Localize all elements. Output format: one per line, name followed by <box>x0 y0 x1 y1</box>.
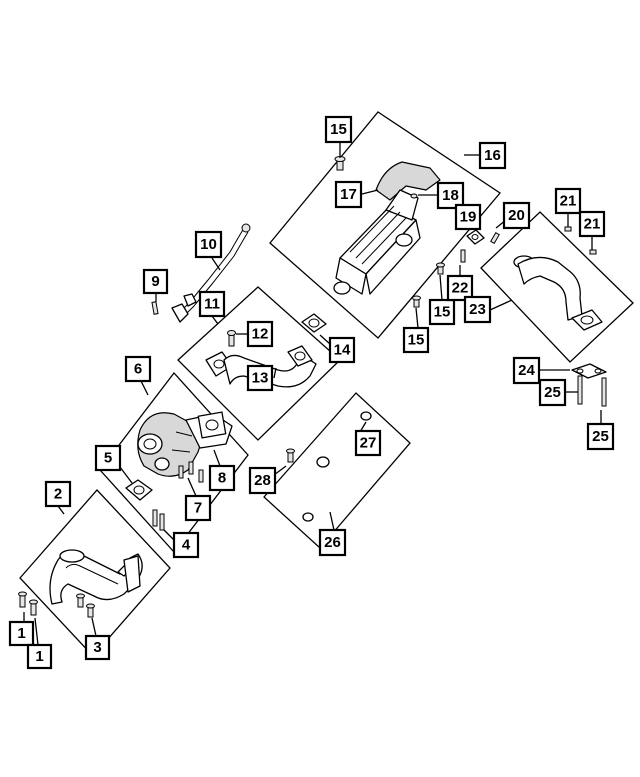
callout-23[interactable]: 23 <box>463 295 492 324</box>
callout-12[interactable]: 12 <box>246 320 274 348</box>
callout-26[interactable]: 26 <box>318 528 347 557</box>
callout-5[interactable]: 5 <box>94 444 122 472</box>
callout-label: 12 <box>252 326 269 343</box>
bolt-15-low <box>412 295 421 308</box>
callout-11[interactable]: 11 <box>198 290 226 318</box>
callout-label: 13 <box>252 370 269 387</box>
callout-label: 3 <box>93 639 101 656</box>
gasket-19 <box>466 229 485 245</box>
callout-label: 27 <box>360 435 377 452</box>
callout-13[interactable]: 13 <box>246 364 274 392</box>
callout-21-left[interactable]: 21 <box>554 187 582 215</box>
frame-egr-valve-6 <box>99 371 249 554</box>
callout-label: 21 <box>584 216 601 233</box>
callout-25-left[interactable]: 25 <box>538 378 567 407</box>
callout-19[interactable]: 19 <box>454 203 482 231</box>
callout-27[interactable]: 27 <box>354 429 382 457</box>
bolt-3-left <box>76 593 85 608</box>
frame-coolant-hose-26 <box>263 392 411 549</box>
gasket-14 <box>301 313 327 333</box>
egr-valve <box>137 411 233 477</box>
callout-7[interactable]: 7 <box>184 494 212 522</box>
callout-label: 10 <box>200 236 217 253</box>
callout-label: 16 <box>484 147 501 164</box>
callout-label: 28 <box>254 472 271 489</box>
callout-label: 22 <box>452 280 469 297</box>
callout-15-low[interactable]: 15 <box>402 326 430 354</box>
gasket-5 <box>125 479 153 501</box>
callout-label: 1 <box>35 648 43 665</box>
frame-egr-cooler-16 <box>269 111 501 339</box>
coolant-hose <box>302 411 372 522</box>
callout-label: 9 <box>151 273 159 290</box>
callout-label: 23 <box>469 301 486 318</box>
callout-17[interactable]: 17 <box>334 180 363 209</box>
callout-label: 15 <box>434 304 451 321</box>
callout-14[interactable]: 14 <box>328 336 356 364</box>
callout-label: 25 <box>544 384 561 401</box>
frame-crossover-tube-20 <box>480 211 634 363</box>
frame-tube-assembly-2 <box>19 489 171 657</box>
stud-20 <box>490 231 500 245</box>
callout-label: 21 <box>560 193 577 210</box>
stud-4 <box>152 509 165 531</box>
egr-tube-lower <box>49 549 143 605</box>
callout-label: 6 <box>134 361 142 378</box>
callout-label: 4 <box>182 537 191 554</box>
callout-16[interactable]: 16 <box>478 141 507 170</box>
callout-18[interactable]: 18 <box>436 181 465 210</box>
stud-22 <box>460 249 466 263</box>
callout-label: 25 <box>592 428 609 445</box>
callout-15-top[interactable]: 15 <box>324 115 353 144</box>
stud-25-left <box>577 375 583 405</box>
pressure-sensor-tube <box>171 223 251 323</box>
callout-label: 7 <box>194 500 202 517</box>
bolt-12 <box>227 330 236 347</box>
callout-label: 15 <box>408 332 425 349</box>
gasket-24 <box>571 363 607 379</box>
egr-cooler <box>333 161 441 295</box>
callout-28[interactable]: 28 <box>248 466 277 495</box>
stud-25-right <box>601 377 607 407</box>
callout-9[interactable]: 9 <box>142 268 169 295</box>
callout-label: 15 <box>330 121 347 138</box>
callout-15-mid[interactable]: 15 <box>428 298 456 326</box>
callout-10[interactable]: 10 <box>194 230 223 259</box>
callout-20[interactable]: 20 <box>502 201 531 230</box>
callout-label: 11 <box>204 296 220 313</box>
callout-4[interactable]: 4 <box>172 531 200 559</box>
callout-label: 8 <box>218 470 226 487</box>
callout-24[interactable]: 24 <box>512 356 541 385</box>
stud-9 <box>151 301 159 315</box>
callout-label: 5 <box>104 450 112 467</box>
bolt-18 <box>410 193 418 199</box>
callout-label: 24 <box>518 362 535 379</box>
crossover-tube <box>513 255 603 331</box>
bolt-1-right <box>29 599 38 616</box>
bolt-3-right <box>86 603 95 618</box>
callout-21-right[interactable]: 21 <box>578 210 606 238</box>
callout-label: 20 <box>508 207 525 224</box>
callout-25-right[interactable]: 25 <box>586 422 615 451</box>
callout-2[interactable]: 2 <box>44 480 72 508</box>
bolt-15-top <box>334 156 346 171</box>
callout-8[interactable]: 8 <box>208 464 236 492</box>
callout-1-right[interactable]: 1 <box>26 643 53 670</box>
callout-label: 18 <box>442 187 459 204</box>
callout-label: 17 <box>340 186 357 203</box>
callout-label: 26 <box>324 534 341 551</box>
callout-1-left[interactable]: 1 <box>8 620 35 647</box>
bolt-15-mid <box>436 262 445 275</box>
callout-label: 14 <box>334 342 351 359</box>
callout-label: 1 <box>17 625 25 642</box>
bolt-28 <box>286 448 295 463</box>
callout-label: 19 <box>460 209 477 226</box>
callout-6[interactable]: 6 <box>124 355 152 383</box>
bolt-1-left <box>18 591 27 608</box>
callout-3[interactable]: 3 <box>84 634 111 661</box>
callout-label: 2 <box>54 486 62 503</box>
bolt-7 <box>178 461 204 483</box>
